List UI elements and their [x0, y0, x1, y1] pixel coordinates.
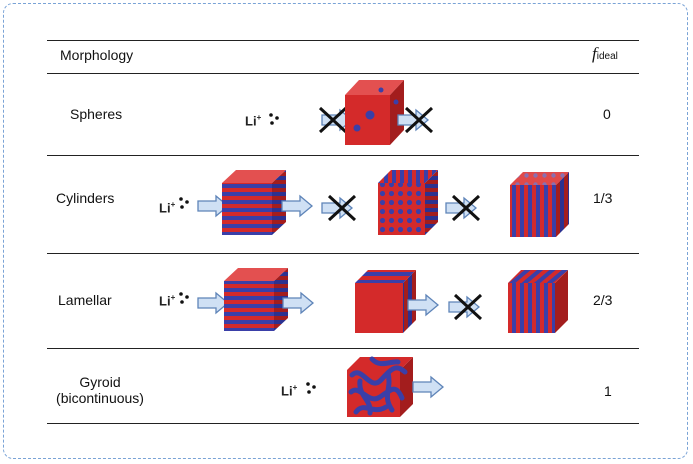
row-label-spheres: Spheres [70, 106, 123, 122]
cube-icon [510, 172, 569, 237]
li-ion-label-cylinders: Li+ [159, 200, 176, 216]
row-divider [47, 253, 639, 254]
cube-icon [508, 270, 568, 333]
li-ion-dots-icon [179, 197, 189, 209]
li-ion-dots-icon [179, 292, 189, 304]
arrow-icon [197, 292, 229, 314]
cube-icon [345, 80, 404, 145]
table-top-rule [47, 40, 639, 41]
row-label-gyroid: Gyroid (bicontinuous) [48, 374, 152, 406]
header-rule [47, 73, 639, 74]
row-divider [47, 155, 639, 156]
morphology-header: Morphology [60, 47, 134, 63]
f-value-lamellar: 2/3 [593, 292, 613, 308]
row-label-gyroid-line1: Gyroid [79, 374, 121, 390]
f-subscript: ideal [596, 51, 618, 62]
row-label-cylinders: Cylinders [56, 190, 115, 206]
f-ideal-header: fideal [592, 44, 618, 64]
li-ion-dots-icon [306, 382, 316, 394]
arrow-icon [412, 376, 444, 398]
row-label-lamellar: Lamellar [58, 292, 112, 308]
f-value-spheres: 0 [603, 106, 611, 122]
figure-frame [3, 3, 688, 459]
li-ion-label-gyroid: Li+ [281, 383, 298, 399]
f-symbol: f [592, 44, 597, 63]
f-value-gyroid: 1 [604, 383, 612, 399]
li-ion-dots-icon [269, 113, 279, 125]
cube-icon [222, 170, 286, 235]
table-bottom-rule [47, 423, 639, 424]
cube-icon [347, 356, 413, 417]
row-label-gyroid-line2: (bicontinuous) [56, 390, 144, 406]
arrow-icon [281, 195, 313, 217]
f-value-cylinders: 1/3 [593, 190, 613, 206]
cube-icon [378, 170, 438, 235]
li-ion-label-spheres: Li+ [245, 113, 262, 129]
cube-icon [355, 270, 416, 333]
row-divider [47, 348, 639, 349]
cube-icon [224, 268, 288, 331]
li-ion-label-lamellar: Li+ [159, 293, 176, 309]
